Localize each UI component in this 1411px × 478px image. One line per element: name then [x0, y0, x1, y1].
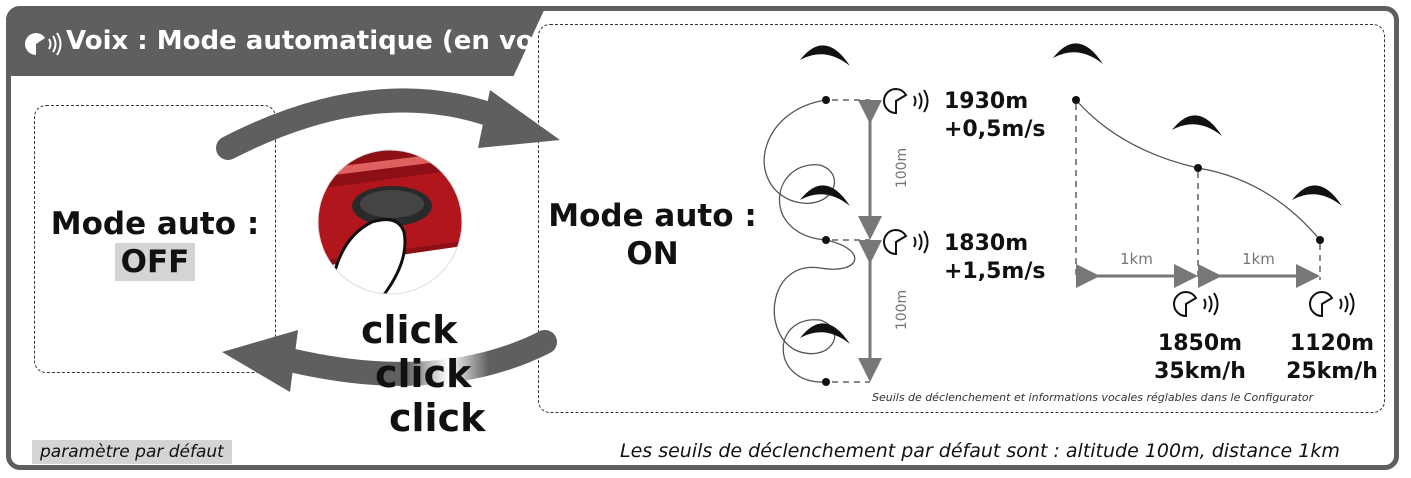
paraglider-icon	[800, 185, 850, 206]
paraglider-icon	[1172, 115, 1222, 172]
paraglider-icon	[1292, 185, 1342, 244]
altitude-value: 1830m	[944, 231, 1029, 256]
click-text: click click click	[355, 308, 505, 440]
speaker-icon	[1309, 290, 1355, 318]
altitude-reading: 1830m +1,5m/s	[944, 230, 1045, 286]
speed-value: 35km/h	[1154, 359, 1246, 384]
vario-value: +0,5m/s	[944, 117, 1046, 142]
page-title: Voix : Mode automatique (en vol)	[66, 26, 555, 56]
distance-reading: 1850m 35km/h	[1150, 330, 1250, 386]
click-word: click	[361, 308, 458, 352]
distance-reading: 1120m 25km/h	[1282, 330, 1382, 386]
vario-value: +1,5m/s	[944, 259, 1046, 284]
speaker-icon	[25, 32, 62, 56]
distance-interval-label: 1km	[1242, 250, 1275, 268]
frame	[6, 6, 1399, 470]
click-word: click	[389, 396, 486, 440]
speed-value: 25km/h	[1286, 359, 1378, 384]
mode-off-title: Mode auto :	[50, 206, 260, 242]
distance-interval-label: 1km	[1120, 250, 1153, 268]
click-word: click	[375, 352, 472, 396]
altitude-value: 1930m	[944, 89, 1029, 114]
altitude-value: 1850m	[1157, 331, 1243, 356]
speaker-icon	[883, 228, 929, 256]
altitude-interval-label: 100m	[894, 147, 911, 189]
mode-off-value: OFF	[114, 243, 196, 281]
altitude-reading: 1930m +0,5m/s	[944, 88, 1045, 144]
arrow-left-icon	[222, 330, 557, 392]
default-badge: paramètre par défaut	[32, 440, 232, 464]
mode-off-label: Mode auto : OFF	[34, 205, 276, 281]
mode-on-title: Mode auto :	[548, 198, 757, 234]
paraglider-icon	[800, 323, 850, 386]
speaker-icon	[883, 87, 929, 115]
mode-on-label: Mode auto : ON	[545, 197, 760, 273]
paraglider-icon	[800, 45, 850, 104]
altitude-value: 1120m	[1289, 331, 1375, 356]
mode-on-value: ON	[626, 236, 679, 272]
speaker-icon	[1173, 290, 1219, 318]
mode-on-panel	[538, 24, 1385, 413]
paraglider-icon	[1053, 43, 1103, 104]
configurator-footnote: Seuils de déclenchement et informations …	[872, 391, 1314, 404]
default-thresholds-note: Les seuils de déclenchement par défaut s…	[620, 440, 1340, 462]
paraglider-icon	[822, 236, 830, 244]
title-tab	[6, 6, 546, 76]
button-press-icon	[318, 150, 462, 294]
mode-off-panel	[34, 105, 276, 373]
arrow-right-icon	[216, 88, 560, 160]
altitude-interval-label: 100m	[894, 289, 911, 331]
